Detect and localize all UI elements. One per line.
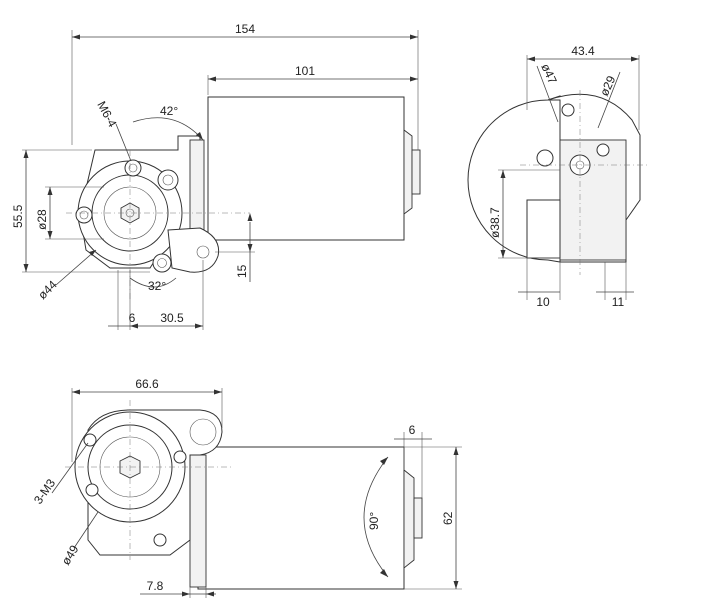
leader-44 (55, 249, 97, 286)
dim-bottom-width: 66.6 (135, 377, 159, 391)
mounting-lug-hole (196, 245, 210, 259)
motor-end-boss (411, 149, 421, 195)
dim-right-offset-11: 11 (612, 295, 625, 309)
screw-left-hole (79, 210, 89, 220)
leader-m6 (115, 123, 132, 162)
side-screw-top (561, 103, 575, 117)
side-screw-right (596, 143, 610, 157)
leader-29 (597, 71, 621, 129)
dim-offset-6: 6 (129, 311, 136, 325)
dim-height-55: 55.5 (11, 204, 25, 228)
label-rotation-90: 90° (367, 512, 381, 530)
label-angle-42: 42° (160, 104, 178, 118)
screw-boss-right (157, 169, 179, 191)
screw-boss-left (75, 206, 93, 224)
bottom-screw-4 (153, 533, 167, 547)
mounting-lug (167, 227, 220, 273)
dim-flange-44: ø44 (35, 277, 60, 302)
screw-right-hole (162, 174, 174, 186)
label-thread-m3: 3-M3 (31, 476, 58, 507)
bottom-lug-hole (189, 418, 217, 446)
dim-side-width: 43.4 (571, 44, 595, 58)
screw-bottom-hole (157, 258, 167, 268)
bottom-motor-cap (403, 469, 415, 569)
label-angle-32: 32° (148, 279, 166, 293)
dim-base-offset-78: 7.8 (147, 579, 164, 593)
dim-bottom-height-62: 62 (441, 511, 455, 525)
side-motor-body (526, 199, 561, 259)
dim-overall-length: 154 (235, 22, 255, 36)
dim-bore-28: ø28 (35, 209, 49, 230)
side-view: 43.4 ø47 ø29 ø38.7 10 11 (467, 44, 650, 309)
label-thread-m6: M6-4 (94, 99, 119, 130)
output-shaft-hex (120, 202, 140, 224)
dim-motor-387: ø38.7 (488, 207, 502, 238)
dim-shaft-6: 6 (409, 423, 416, 437)
motor-end-cap (403, 129, 413, 215)
front-view: 154 101 M6-4 42° 55.5 ø28 ø44 (11, 22, 421, 330)
motor-body (207, 96, 405, 241)
side-screw-left (536, 149, 554, 167)
bottom-screw-2 (173, 450, 187, 464)
screw-boss-bottom (152, 253, 172, 273)
arc-90 (363, 456, 389, 578)
dim-left-offset-10: 10 (536, 295, 550, 309)
bottom-view: 66.6 6 3-M3 ø49 90° 62 7.8 (31, 377, 462, 598)
screw-boss-top (124, 159, 142, 177)
leader-47 (536, 65, 559, 123)
leader-m3 (51, 442, 89, 494)
leader-49 (73, 511, 99, 549)
gear-housing-inner (103, 186, 157, 240)
gearbox-flange (189, 139, 205, 241)
bottom-screw-3 (85, 483, 99, 497)
dim-outer-47: ø47 (538, 61, 560, 86)
dim-offset-15: 15 (235, 264, 249, 278)
dim-inner-29: ø29 (597, 73, 619, 98)
bottom-flange (189, 454, 207, 588)
screw-top-hole (128, 163, 138, 173)
bottom-motor-body (197, 446, 405, 590)
dim-motor-length: 101 (295, 64, 315, 78)
arc-32 (129, 277, 177, 288)
side-gearbox (559, 139, 627, 261)
bottom-motor-boss (413, 497, 423, 539)
bottom-screw-1 (83, 433, 97, 447)
dim-flange-49: ø49 (59, 542, 82, 567)
dim-spacing-305: 30.5 (160, 311, 184, 325)
